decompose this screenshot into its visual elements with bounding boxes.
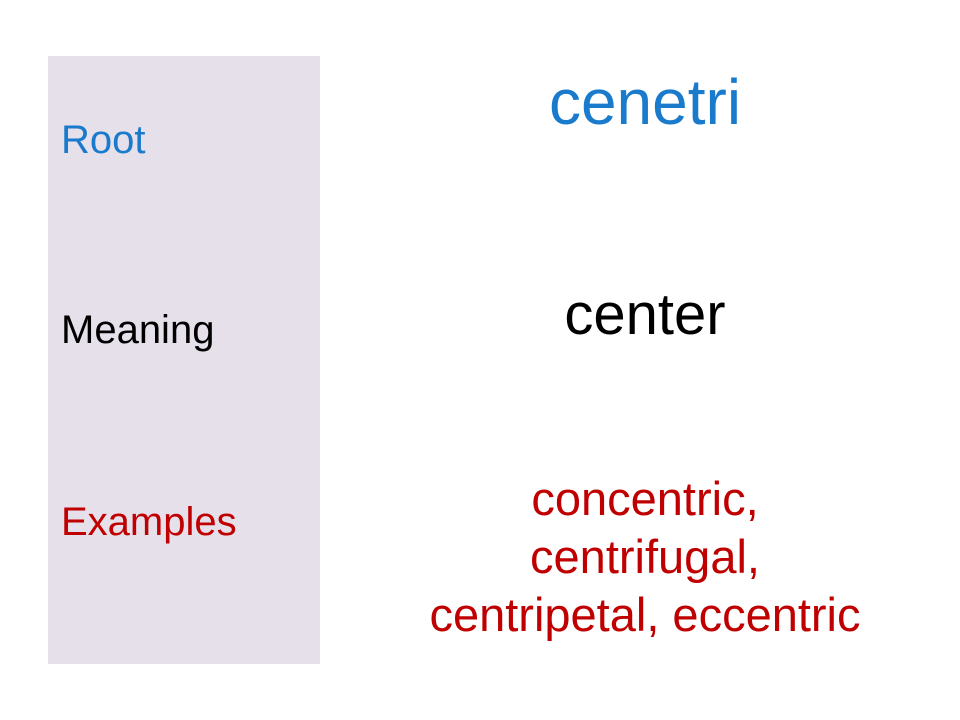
example-line-3: centripetal, eccentric: [429, 588, 861, 641]
meaning-value: center: [564, 282, 726, 347]
root-label: Root: [61, 118, 146, 162]
example-line-1: concentric,: [531, 472, 759, 525]
examples-value: concentric, centrifugal, centripetal, ec…: [330, 470, 960, 644]
example-line-2: centrifugal,: [530, 530, 760, 583]
root-value: cenetri: [548, 66, 742, 138]
examples-label: Examples: [61, 500, 237, 544]
label-panel: Root Meaning Examples: [48, 56, 320, 664]
meaning-label: Meaning: [61, 308, 215, 352]
